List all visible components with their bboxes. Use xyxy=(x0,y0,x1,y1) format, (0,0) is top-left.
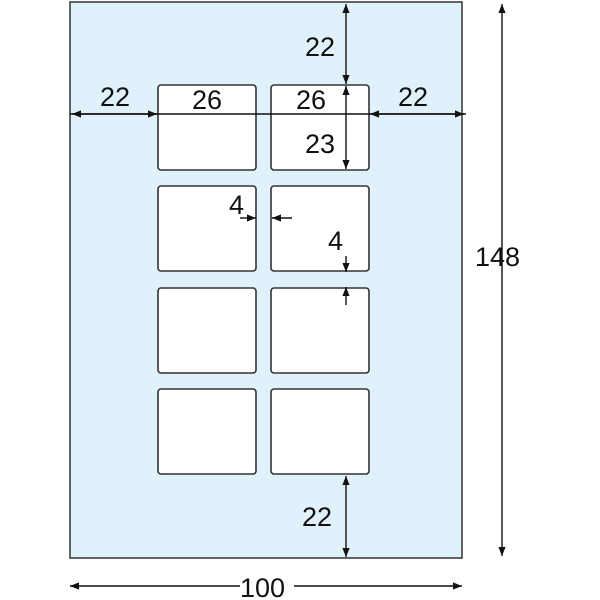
dim-label-label-height: 23 xyxy=(305,129,335,159)
label-cell xyxy=(157,287,257,374)
dim-label-bottom-margin: 22 xyxy=(302,502,332,532)
dim-label-right-margin: 22 xyxy=(398,82,428,112)
dim-label-horizontal-gap: 4 xyxy=(229,190,244,220)
dim-label-top-margin: 22 xyxy=(305,32,335,62)
dim-label-label-width-right: 26 xyxy=(296,85,326,115)
label-grid xyxy=(157,84,370,475)
label-cell xyxy=(270,185,370,272)
label-cell xyxy=(270,287,370,374)
dim-label-left-margin: 22 xyxy=(100,82,130,112)
dim-label-sheet-width: 100 xyxy=(240,573,285,600)
dim-label-sheet-height: 148 xyxy=(475,242,520,272)
label-cell xyxy=(157,84,257,171)
sheet-width-label-backing xyxy=(240,572,294,600)
label-cell xyxy=(157,388,257,475)
dimension-lines xyxy=(70,4,506,590)
sheet xyxy=(69,1,463,559)
dim-label-vertical-gap: 4 xyxy=(328,226,343,256)
dim-label-label-width-left: 26 xyxy=(192,85,222,115)
label-cell xyxy=(270,388,370,475)
label-cell xyxy=(157,185,257,272)
